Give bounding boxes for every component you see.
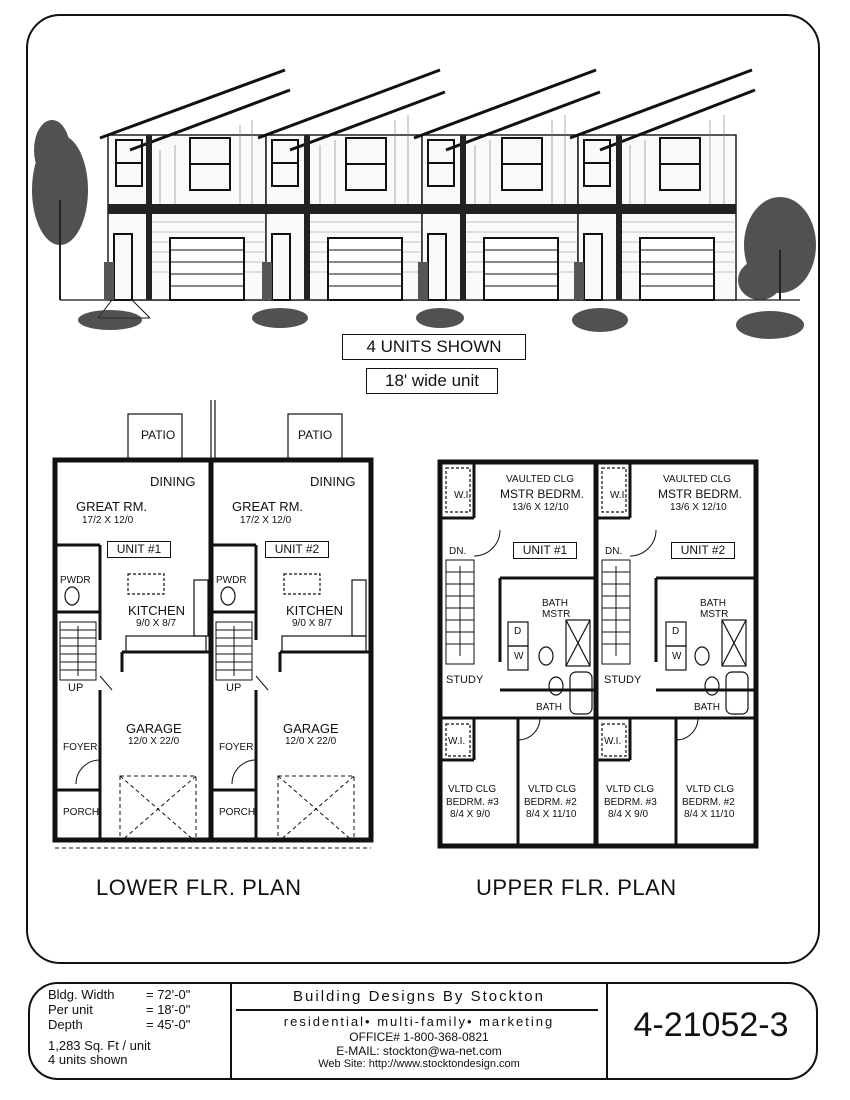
company-name: Building Designs By Stockton — [293, 988, 545, 1005]
depth-value: = 45'-0" — [146, 1017, 191, 1032]
powder-label-2: PWDR — [216, 575, 247, 586]
bed3-dim-2: 8/4 X 9/0 — [608, 809, 649, 820]
up-label-1: UP — [68, 682, 84, 694]
master-bath-label-1: BATH — [542, 598, 568, 609]
floor-plans — [52, 400, 759, 849]
bed2-vaulted-1: VLTD CLG — [528, 784, 577, 795]
great-room-dim-2: 17/2 X 12/0 — [240, 515, 292, 526]
walk-in-label-3: W.I. — [448, 736, 466, 747]
sheet-border — [26, 14, 820, 964]
website: Web Site: http://www.stocktondesign.com — [318, 1058, 520, 1070]
dining-label-2: DINING — [310, 474, 356, 489]
bed3-dim-1: 8/4 X 9/0 — [450, 809, 491, 820]
garage-dim-1: 12/0 X 22/0 — [128, 736, 180, 747]
plan-number: 4-21052-3 — [633, 1006, 789, 1044]
company-underline — [236, 1009, 598, 1011]
foyer-label-1: FOYER — [63, 742, 98, 753]
powder-label-1: PWDR — [60, 575, 91, 586]
title-block — [28, 982, 818, 1080]
master-bedroom-dim-1: 13/6 X 12/10 — [512, 502, 569, 513]
per-unit-value: = 18'-0" — [146, 1002, 191, 1017]
walk-in-label-2: W.I. — [610, 490, 628, 501]
depth-label: Depth — [48, 1017, 83, 1032]
great-room-label-1: GREAT RM. — [76, 499, 148, 514]
title-block-divider-right — [606, 982, 608, 1078]
garage-label-1: GARAGE — [126, 721, 182, 736]
bed2-vaulted-2: VLTD CLG — [686, 784, 735, 795]
dryer-label-1: D — [514, 626, 522, 637]
master-bedroom-label-2: MSTR BEDRM. — [658, 487, 742, 501]
bed3-label-1: BEDRM. #3 — [446, 797, 499, 808]
foyer-label-2: FOYER — [219, 742, 254, 753]
garage-dim-2: 12/0 X 22/0 — [285, 736, 337, 747]
down-label-2: DN. — [605, 546, 623, 557]
office-phone: OFFICE# 1-800-368-0821 — [349, 1030, 489, 1044]
unit2-upper-badge: UNIT #2 — [671, 542, 735, 559]
front-elevation — [32, 68, 816, 339]
washer-label-1: W — [514, 651, 524, 662]
kitchen-label-1: KITCHEN — [128, 603, 186, 618]
title-block-divider-left — [230, 982, 232, 1078]
units-shown-label: 4 UNITS SHOWN — [342, 334, 526, 360]
walk-in-label-4: W.I. — [604, 736, 622, 747]
porch-label-1: PORCH — [63, 807, 100, 818]
unit1-upper-badge: UNIT #1 — [513, 542, 577, 559]
bath-label-2: BATH — [694, 702, 720, 713]
sqft-label: 1,283 Sq. Ft / unit — [48, 1038, 151, 1053]
units-shown-note: 4 units shown — [48, 1052, 128, 1067]
vaulted-label-2: VAULTED CLG — [663, 474, 731, 485]
bldg-width-label: Bldg. Width — [48, 987, 115, 1002]
kitchen-label-2: KITCHEN — [286, 603, 344, 618]
dryer-label-2: D — [672, 626, 680, 637]
unit2-lower-badge: UNIT #2 — [265, 541, 329, 558]
study-label-1: STUDY — [446, 674, 484, 686]
patio-label-2: PATIO — [298, 428, 333, 442]
master-bath-label-2: BATH — [700, 598, 726, 609]
down-label-1: DN. — [449, 546, 467, 557]
lower-floor-plan-title: LOWER FLR. PLAN — [96, 875, 302, 900]
company-tagline: residential• multi-family• marketing — [283, 1014, 555, 1029]
master-bedroom-label-1: MSTR BEDRM. — [500, 487, 584, 501]
bed2-dim-1: 8/4 X 11/10 — [526, 809, 577, 820]
master-bath-sub-1: MSTR — [542, 609, 571, 620]
bed2-dim-2: 8/4 X 11/10 — [684, 809, 735, 820]
bed3-vaulted-2: VLTD CLG — [606, 784, 655, 795]
washer-label-2: W — [672, 651, 682, 662]
walk-in-label-1: W.I. — [454, 490, 472, 501]
vaulted-label-1: VAULTED CLG — [506, 474, 574, 485]
bldg-width-value: = 72'-0" — [146, 987, 191, 1002]
kitchen-dim-1: 9/0 X 8/7 — [136, 618, 177, 629]
bed2-label-2: BEDRM. #2 — [682, 797, 735, 808]
master-bedroom-dim-2: 13/6 X 12/10 — [670, 502, 727, 513]
per-unit-label: Per unit — [48, 1002, 93, 1017]
email: E-MAIL: stockton@wa-net.com — [336, 1044, 502, 1058]
bed2-label-1: BEDRM. #2 — [524, 797, 577, 808]
kitchen-dim-2: 9/0 X 8/7 — [292, 618, 333, 629]
study-label-2: STUDY — [604, 674, 642, 686]
unit-width-label: 18' wide unit — [366, 368, 498, 394]
great-room-label-2: GREAT RM. — [232, 499, 304, 514]
master-bath-sub-2: MSTR — [700, 609, 729, 620]
upper-floor-plan-title: UPPER FLR. PLAN — [476, 875, 677, 900]
patio-label-1: PATIO — [141, 428, 176, 442]
unit1-lower-badge: UNIT #1 — [107, 541, 171, 558]
bath-label-1: BATH — [536, 702, 562, 713]
up-label-2: UP — [226, 682, 242, 694]
bed3-label-2: BEDRM. #3 — [604, 797, 657, 808]
garage-label-2: GARAGE — [283, 721, 339, 736]
dining-label-1: DINING — [150, 474, 196, 489]
porch-label-2: PORCH — [219, 807, 256, 818]
bed3-vaulted-1: VLTD CLG — [448, 784, 497, 795]
great-room-dim-1: 17/2 X 12/0 — [82, 515, 134, 526]
